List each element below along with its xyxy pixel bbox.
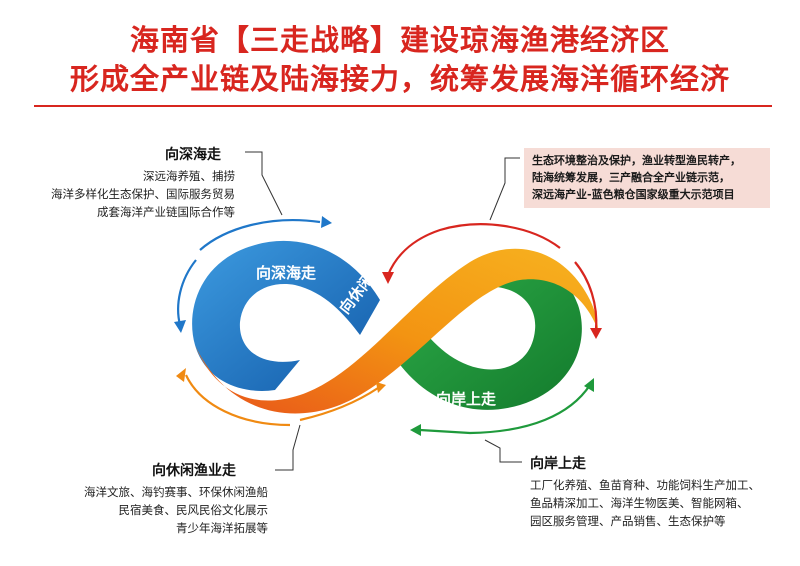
orange-band — [195, 248, 598, 414]
block-shore-heading: 向岸上走 — [530, 456, 586, 472]
orange-arrow-mid — [299, 387, 379, 422]
green-arrow-bottom — [419, 384, 591, 435]
title-line-1: 海南省【三走战略】建设琼海渔港经济区 — [129, 23, 670, 57]
block-deep-line: 成套海洋产业链国际合作等 — [97, 205, 235, 219]
green-loop — [390, 256, 582, 410]
block-leisure-line: 青少年海洋拓展等 — [176, 521, 268, 535]
loop-label-deep: 向深海走 — [256, 264, 317, 282]
red-arrow-top — [386, 223, 561, 276]
block-deep-heading: 向深海走 — [165, 147, 221, 163]
block-leisure-line: 海洋文旅、海钓赛事、环保休闲渔船 — [84, 485, 268, 499]
blue-arrow-left — [177, 259, 197, 326]
block-shore: 向岸上走 工厂化养殖、鱼苗育种、功能饲料生产加工、 鱼品精深加工、海洋生物医美、… — [530, 455, 780, 530]
block-deep-line: 海洋多样化生态保护、国际服务贸易 — [51, 187, 235, 201]
orange-arrowhead-left — [176, 368, 186, 382]
leader-shore — [484, 439, 522, 463]
red-arrow-right — [574, 261, 598, 331]
blue-arrowhead-left — [174, 320, 186, 333]
red-arrowhead-right — [590, 328, 602, 339]
block-leisure-heading: 向休闲渔业走 — [152, 463, 236, 479]
leader-deep — [245, 151, 283, 216]
blue-arrowhead-top — [321, 216, 332, 228]
green-arrowhead-bottom — [410, 424, 421, 436]
green-arrowhead-right — [584, 378, 594, 392]
block-leisure: 向休闲渔业走 海洋文旅、海钓赛事、环保休闲渔船 民宿美食、民风民俗文化展示 青少… — [30, 462, 268, 537]
block-top-right: 生态环境整治及保护，渔业转型渔民转产， 陆海统筹发展，三产融合全产业链示范， 深… — [524, 148, 770, 208]
blue-loop — [192, 240, 380, 391]
top-right-line: 深远海产业-蓝色粮仓国家级重大示范项目 — [532, 188, 735, 201]
orange-arrowhead-mid — [376, 382, 386, 393]
block-shore-line: 园区服务管理、产品销售、生态保护等 — [530, 514, 726, 528]
block-deep-line: 深远海养殖、捕捞 — [143, 169, 235, 183]
red-arrowhead-top — [382, 272, 394, 284]
leader-top-right — [489, 157, 520, 221]
block-shore-line: 鱼品精深加工、海洋生物医美、智能网箱、 — [530, 496, 749, 510]
title-divider — [34, 105, 772, 107]
leader-leisure — [275, 424, 301, 471]
block-leisure-line: 民宿美食、民风民俗文化展示 — [118, 503, 269, 517]
block-deep-sea: 向深海走 深远海养殖、捕捞 海洋多样化生态保护、国际服务贸易 成套海洋产业链国际… — [30, 146, 235, 221]
block-shore-line: 工厂化养殖、鱼苗育种、功能饲料生产加工、 — [530, 478, 760, 492]
title-line-2: 形成全产业链及陆海接力，统筹发展海洋循环经济 — [69, 62, 730, 96]
orange-arrow-left — [185, 374, 291, 427]
blue-arrow-top — [199, 219, 321, 251]
top-right-line: 生态环境整治及保护，渔业转型渔民转产， — [532, 154, 741, 167]
top-right-line: 陆海统筹发展，三产融合全产业链示范， — [532, 171, 730, 184]
loop-label-shore: 向岸上走 — [436, 390, 497, 408]
